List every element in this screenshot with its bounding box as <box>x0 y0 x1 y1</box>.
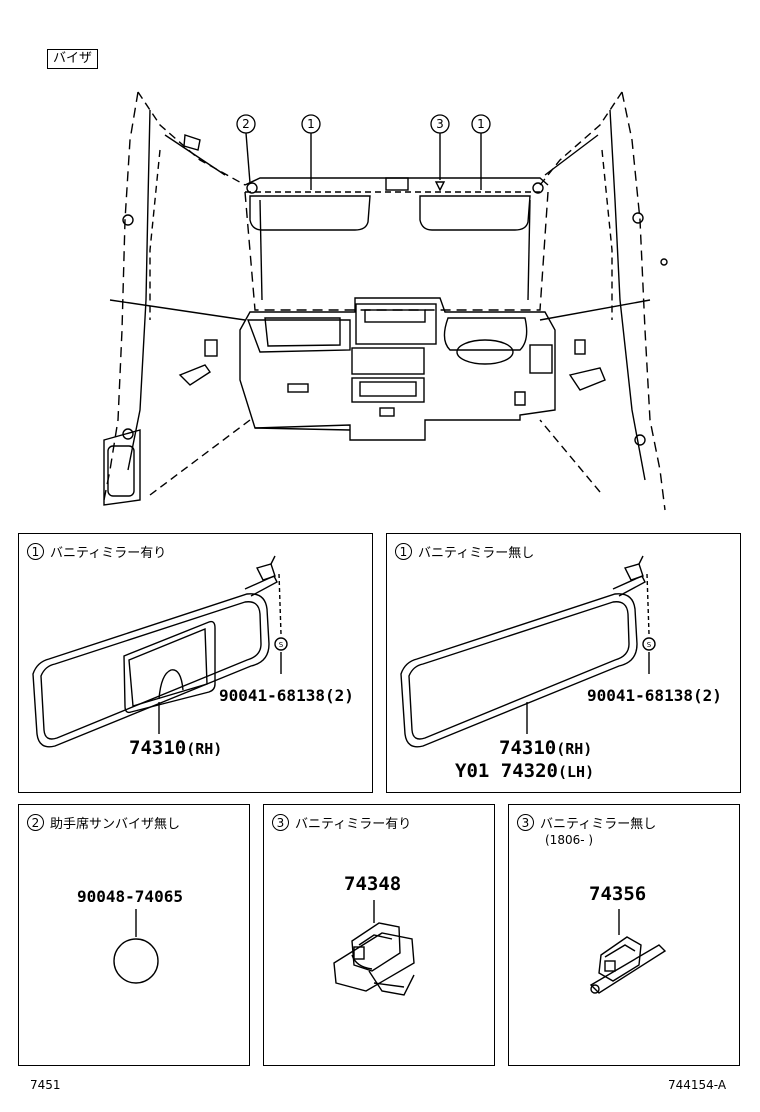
bolt-part-number: 90041-68138(2) <box>219 686 354 705</box>
plug-part-number: 90048-74065 <box>77 887 183 906</box>
panel-holder-without-mirror: 3 バニティミラー無し (1806- ) 74356 <box>508 804 740 1066</box>
panel-title: 1 バニティミラー無し <box>395 542 534 561</box>
panel-title: 1 バニティミラー有り <box>27 542 166 561</box>
panel-title: 2 助手席サンバイザ無し <box>27 813 180 832</box>
visor-side: (RH) <box>556 740 593 758</box>
panel-title: 3 バニティミラー有り <box>272 813 411 832</box>
visor-color-prefix: Y01 <box>455 760 490 782</box>
callout-2: 2 <box>242 117 250 131</box>
bolt-part-number: 90041-68138(2) <box>587 686 722 705</box>
panel-number: 1 <box>27 543 44 560</box>
svg-text:S: S <box>647 641 652 649</box>
panel-holder-with-mirror: 3 バニティミラー有り 74348 <box>263 804 495 1066</box>
plug-drawing <box>113 909 159 984</box>
panel-title-text: バニティミラー無し <box>540 817 657 832</box>
svg-text:S: S <box>279 641 284 649</box>
callout-1-left: 1 <box>307 117 315 131</box>
panel-title-text: 助手席サンバイザ無し <box>50 817 181 832</box>
page-code-left: 7451 <box>30 1078 61 1092</box>
section-label: バイザ <box>47 49 99 69</box>
panel-number: 3 <box>517 814 534 831</box>
holder-without-mirror-drawing <box>589 909 667 994</box>
panel-title: 3 バニティミラー無し <box>517 813 656 832</box>
panel-title-text: バニティミラー有り <box>295 817 412 832</box>
panel-number: 3 <box>272 814 289 831</box>
callout-3: 3 <box>436 117 444 131</box>
callout-1-right: 1 <box>477 117 485 131</box>
panel-visor-with-mirror: 1 バニティミラー有り S 90041-68138(2) 74310(RH) <box>18 533 373 793</box>
visor-side: (LH) <box>557 763 595 781</box>
visor-part-number: 74310(RH) <box>129 737 222 759</box>
panel-number: 1 <box>395 543 412 560</box>
panel-title-text: バニティミラー無し <box>418 546 535 561</box>
panel-no-passenger-visor: 2 助手席サンバイザ無し 90048-74065 <box>18 804 250 1066</box>
visor-without-mirror-drawing: S <box>400 555 656 748</box>
visor-side: (RH) <box>186 740 223 758</box>
visor-part-number-lh: Y01 74320(LH) <box>455 760 594 782</box>
panel-note: (1806- ) <box>545 833 594 847</box>
visor-part-number-rh: 74310(RH) <box>499 737 592 759</box>
visor-part: 74310 <box>499 737 557 759</box>
panel-visor-without-mirror: 1 バニティミラー無し S 90041-68138(2) 74310(RH) Y0… <box>386 533 741 793</box>
holder-part-number: 74356 <box>589 883 647 905</box>
figure-code-right: 744154-A <box>668 1078 727 1092</box>
holder-part-number: 74348 <box>344 873 402 895</box>
panel-number: 2 <box>27 814 44 831</box>
visor-part: 74310 <box>129 737 187 759</box>
holder-with-mirror-drawing <box>333 900 415 996</box>
visor-with-mirror-drawing: S <box>32 555 288 748</box>
visor-part: 74320 <box>500 760 558 782</box>
cabin-illustration: 2 1 3 1 <box>103 91 668 511</box>
panel-title-text: バニティミラー有り <box>50 546 167 561</box>
